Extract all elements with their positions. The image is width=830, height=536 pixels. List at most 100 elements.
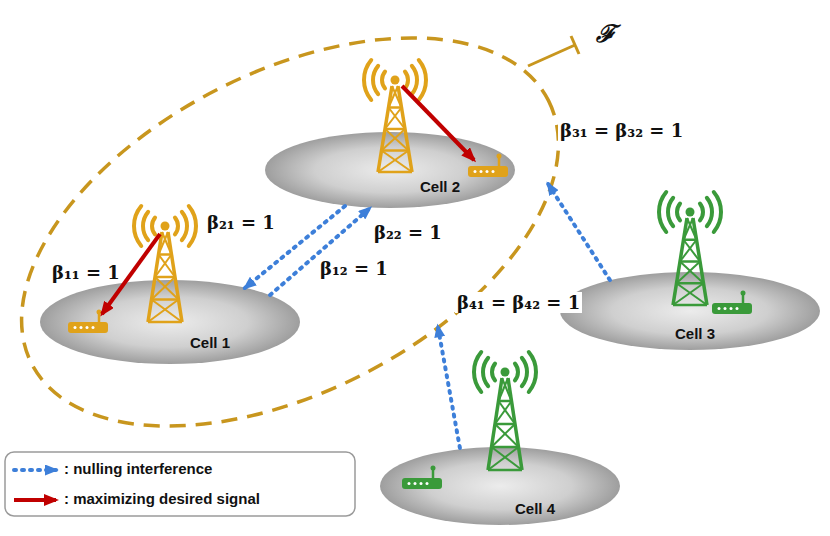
tower-brace [677,283,708,305]
legend-text: : maximizing desired signal [64,490,260,507]
antenna-head [391,76,400,85]
radio-wave [515,364,518,381]
router-light [474,170,477,173]
router-light [426,482,429,485]
router-light [480,170,483,173]
tower-brace [495,424,519,447]
tower-bar [148,321,182,324]
router-light [86,326,89,329]
tower-bar [488,469,522,472]
router-body [402,478,442,489]
tower-bar [152,298,179,301]
tower-icon [134,206,196,322]
legend-text-holder: : maximizing desired signal [64,490,260,508]
radio-wave [382,72,385,89]
router-antenna-tip [97,310,102,315]
tower-brace [488,447,519,470]
legend-text-holder: : nulling interference [64,460,212,478]
beta-label-holder: β₁₁ = 1 [50,262,122,283]
antenna-head [686,208,695,217]
legend-text: : nulling interference [64,460,212,477]
router-light [736,307,739,310]
tower-icon [659,192,721,305]
icon-group [68,60,752,489]
tower-brace [148,300,179,323]
router-light [92,326,95,329]
cell-ground [380,447,620,525]
antenna-head [161,222,170,231]
router-antenna-tip [431,466,436,471]
tower-bar [673,304,707,307]
radio-wave [419,60,426,100]
tower-brace [382,151,413,173]
router-light [74,326,77,329]
tower-brace [499,378,509,401]
radio-wave [529,352,536,392]
router-icon [468,154,508,178]
radio-wave [412,66,417,94]
tower-bar [382,149,409,152]
beta-label-holder: β₂₁ = 1 [205,212,277,233]
tower-brace [152,277,176,300]
router-light [80,326,83,329]
cell-label: Cell 2 [420,178,460,195]
tower-brace [389,86,399,108]
tower-brace [492,447,523,470]
legend-sample-dotted [14,468,56,472]
radio-wave [405,72,408,89]
radio-wave [189,206,196,246]
tower-brace [389,108,406,130]
tower-brace [155,255,172,278]
radio-wave [700,204,703,221]
tower-brace [492,424,516,447]
radio-wave [659,192,666,232]
tower-brace [677,262,701,284]
tower-brace [152,300,183,323]
beta-label: β₁₁ = 1 [50,262,122,283]
router-light [724,307,727,310]
tower-bar [495,423,515,426]
tower-brace [378,151,409,173]
beta-label: β₄₁ = β₄₂ = 1 [455,292,582,313]
radio-wave [677,204,680,221]
tower-bar [159,253,172,256]
radio-wave [714,192,721,232]
leader-line [528,45,575,66]
radio-wave [143,212,148,240]
tower-bar [680,260,700,263]
cell-ground [560,272,820,350]
beta-label-holder: β₄₁ = β₄₂ = 1 [455,292,582,313]
beta-label-holder: β₃₁ = β₃₂ = 1 [558,120,685,141]
router-antenna-tip [741,291,746,296]
tower-brace [495,401,512,424]
tower-brace [680,262,704,284]
tower-brace [673,283,704,305]
router-icon [712,291,752,315]
router-light [730,307,733,310]
nulling-arrow [270,208,370,295]
tower-brace [385,108,402,130]
tower-icon [474,352,536,470]
region-border [0,0,621,506]
radio-wave [373,66,378,94]
beta-label-holder: β₁₂ = 1 [318,258,390,279]
nulling-arrow [548,184,610,280]
tower-brace [159,255,176,278]
radio-wave [152,218,155,235]
tower-icon [364,60,426,172]
router-body [712,303,752,314]
tower-bar [684,239,697,242]
tower-brace [680,240,697,262]
router-antenna-tip [497,154,502,159]
radio-wave [492,364,495,381]
cell-label: Cell 4 [515,500,555,517]
router-icon [402,466,442,490]
antenna-head [501,368,510,377]
router-light [486,170,489,173]
tower-brace [499,401,516,424]
desired-signal-arrow [402,86,474,160]
beta-label: β₃₁ = β₃₂ = 1 [558,120,685,141]
tower-brace [385,129,409,151]
beta-label: β₂₁ = 1 [205,212,277,233]
